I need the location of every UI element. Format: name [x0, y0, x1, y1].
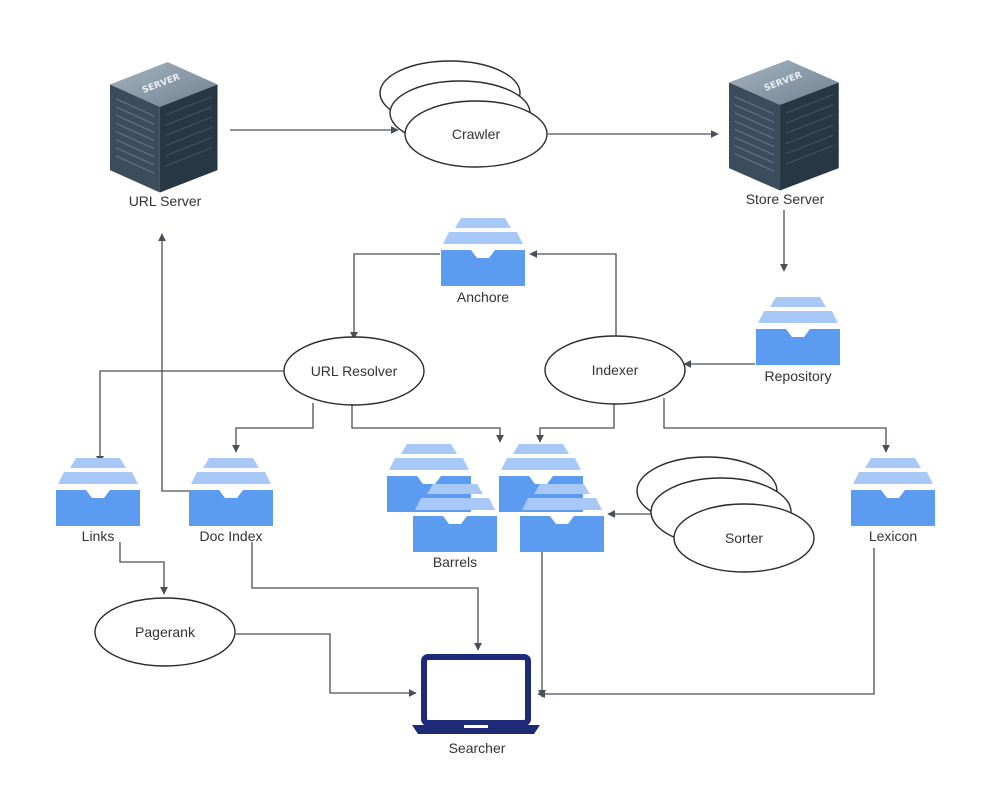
edge-url-resolver-to-doc-index [232, 403, 314, 453]
edge-indexer-to-anchore [529, 250, 617, 338]
repository-node: Repository [756, 297, 840, 384]
pagerank-node: Pagerank [94, 597, 236, 667]
edges [96, 126, 890, 698]
barrels-label: Barrels [433, 554, 477, 570]
crawler-label: Crawler [452, 126, 501, 142]
url-resolver-node: URL Resolver [283, 336, 425, 406]
store-server-label: Store Server [746, 191, 825, 207]
edge-doc-index-to-url-server [158, 233, 190, 492]
links-label: Links [82, 528, 115, 544]
indexer-label: Indexer [592, 362, 639, 378]
edge-url-resolver-to-links [96, 370, 284, 464]
sorter-node: Sorter [636, 456, 815, 573]
url-resolver-ellipse [283, 336, 425, 406]
crawler-ellipse [404, 100, 548, 168]
barrels-node: Barrels [387, 444, 604, 570]
store-server-node: SERVER Store Server [728, 59, 840, 207]
edge-anchore-to-url-resolver [350, 253, 440, 340]
repository-label: Repository [765, 368, 832, 384]
anchore-node: Anchore [441, 218, 525, 305]
edge-doc-index-to-searcher [251, 542, 482, 651]
url-server-label: URL Server [129, 193, 202, 209]
lexicon-node: Lexicon [851, 458, 935, 544]
edge-indexer-to-barrels [536, 403, 615, 443]
edge-url-resolver-to-barrels [351, 405, 504, 443]
url-resolver-label: URL Resolver [311, 363, 398, 379]
crawler-node: Crawler [379, 60, 548, 168]
sorter-ellipse [673, 503, 815, 573]
url-server-node: SERVER URL Server [109, 61, 219, 209]
doc-index-label: Doc Index [199, 528, 262, 544]
sorter-label: Sorter [725, 530, 763, 546]
tray-icon [189, 458, 273, 526]
laptop-icon [412, 654, 540, 734]
pagerank-label: Pagerank [135, 624, 196, 640]
tray-icon [756, 297, 840, 365]
edge-links-to-pagerank [119, 542, 168, 595]
indexer-node: Indexer [544, 335, 686, 405]
searcher-label: Searcher [449, 740, 506, 756]
links-node: Links [56, 458, 140, 544]
tray-icon [441, 218, 525, 286]
edge-lexicon-to-searcher [537, 548, 875, 698]
lexicon-label: Lexicon [869, 528, 917, 544]
edge-indexer-to-lexicon [663, 398, 890, 453]
indexer-ellipse [544, 335, 686, 405]
doc-index-node: Doc Index [189, 458, 273, 544]
edge-pagerank-to-searcher [236, 633, 417, 697]
searcher-node: Searcher [412, 654, 540, 756]
tray-icon [56, 458, 140, 526]
anchore-label: Anchore [457, 289, 509, 305]
pagerank-ellipse [94, 597, 236, 667]
tray-icon [851, 458, 935, 526]
